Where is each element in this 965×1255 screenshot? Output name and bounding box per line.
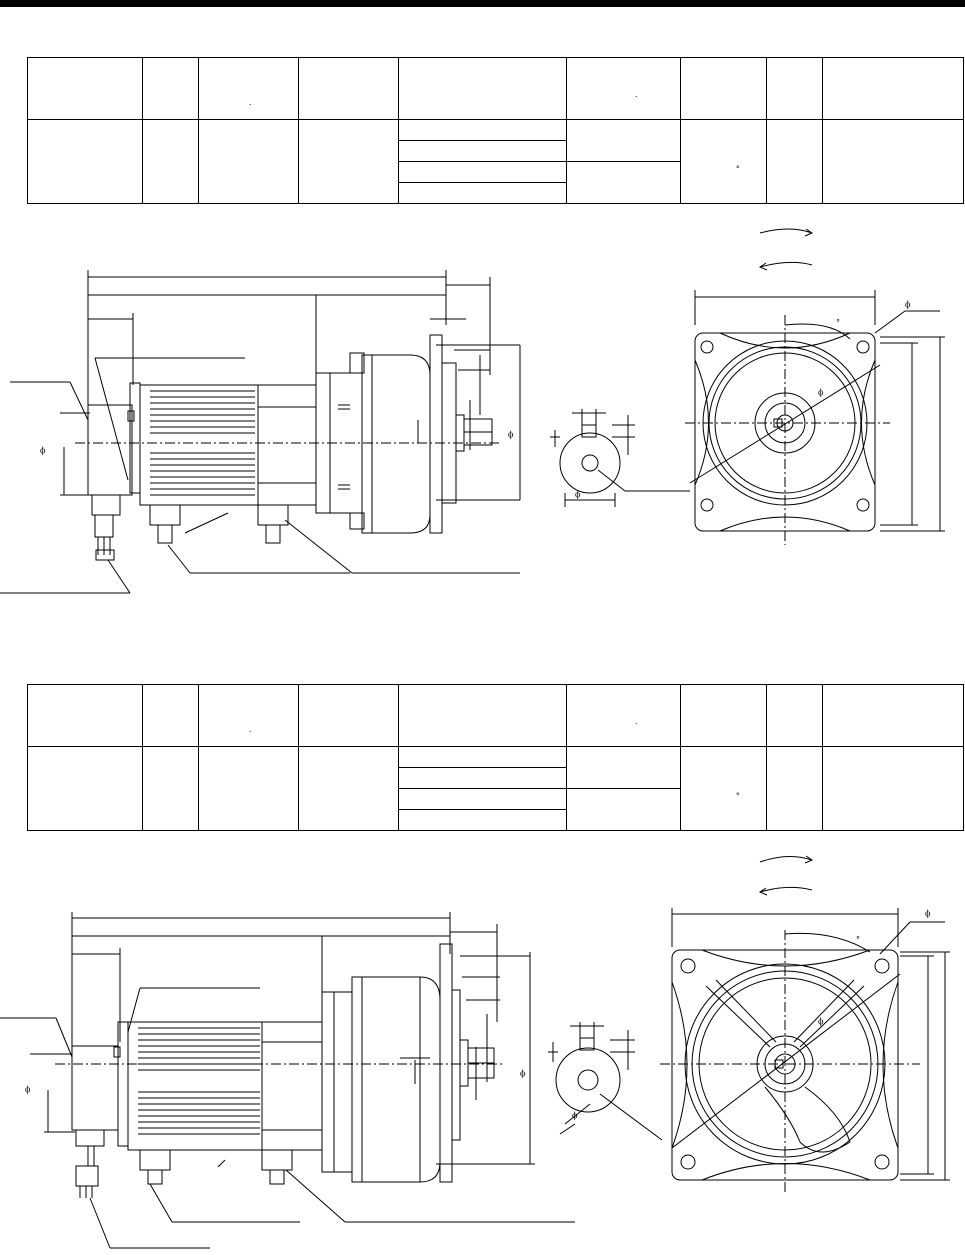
header-cell (27, 684, 143, 747)
header-cell (142, 57, 199, 120)
phi-mark: ϕ (818, 1017, 824, 1026)
power-terminal-box (140, 1150, 170, 1170)
spec-table-2: . . ° (27, 684, 964, 831)
body-cell: ° (680, 746, 767, 831)
motor-flange-housing (262, 1022, 322, 1150)
body-cell: ° (680, 119, 767, 204)
power-terminal-box (150, 505, 180, 525)
header-cell: . (198, 684, 299, 747)
gearbox-adapter (322, 992, 352, 1172)
body-subrows-cell (566, 119, 681, 204)
header-cell (822, 684, 964, 747)
body-subrows-cell (566, 746, 681, 831)
output-flange (430, 335, 442, 533)
encoder-cap (88, 405, 132, 495)
degree-mark: ° (856, 935, 860, 944)
header-cell (766, 684, 823, 747)
encoder-cap (72, 1046, 118, 1130)
header-cell (398, 57, 567, 120)
brake-terminal-box (262, 1150, 292, 1170)
body-cell (142, 119, 199, 204)
body-cell (27, 746, 143, 831)
rotation-arrow-cw (760, 229, 812, 233)
rotation-arrow-cw (760, 856, 812, 862)
body-cell (27, 119, 143, 204)
gearbox-case (352, 977, 440, 1182)
body-cell (822, 119, 964, 204)
motor-drawing-1: ϕ ϕ ϕ ϕ ϕ ° (0, 215, 965, 605)
header-cell (142, 684, 199, 747)
phi-mark: ϕ (40, 446, 46, 455)
header-cell: . (566, 684, 681, 747)
header-rule (0, 0, 965, 7)
motor-body (128, 1022, 262, 1150)
cooling-fins (150, 391, 255, 495)
shaft-key-section (550, 409, 690, 507)
body-cell (298, 119, 399, 204)
leader-lines (0, 988, 575, 1248)
encoder-connector (76, 1166, 98, 1186)
phi-mark: ϕ (575, 490, 581, 499)
body-cell (298, 746, 399, 831)
phi-mark: ϕ (520, 1069, 526, 1078)
encoder-connector (95, 515, 113, 537)
body-cell (198, 746, 299, 831)
body-cell (766, 119, 823, 204)
header-cell (680, 684, 767, 747)
header-cell (822, 57, 964, 120)
header-cell (398, 684, 567, 747)
shaft-key-section (548, 1022, 662, 1140)
phi-mark: ϕ (818, 388, 824, 397)
table-body-row: ° (27, 119, 964, 204)
header-cell (680, 57, 767, 120)
dimension-lines (30, 912, 535, 1164)
table-header-row: . . (27, 57, 964, 120)
motor-flange-housing (258, 385, 316, 505)
brake-terminal-box (258, 505, 288, 525)
table-header-row: . . (27, 684, 964, 747)
body-cell (198, 119, 299, 204)
phi-mark: ϕ (508, 430, 514, 439)
rotation-arrow-ccw (760, 262, 812, 267)
front-flange-view (685, 290, 945, 545)
spec-table-1: . . ° (27, 57, 964, 204)
header-cell (298, 684, 399, 747)
phi-mark: ϕ (925, 909, 931, 918)
header-cell (766, 57, 823, 120)
output-flange (440, 944, 452, 1182)
phi-mark: ϕ (25, 1085, 31, 1094)
front-flange-view (660, 908, 950, 1192)
body-subrows-cell (398, 119, 567, 204)
rotation-arrow-ccw (760, 887, 812, 892)
header-cell: . (198, 57, 299, 120)
table-body-row: ° (27, 746, 964, 831)
header-cell (298, 57, 399, 120)
body-cell (766, 746, 823, 831)
phi-mark: ϕ (572, 1111, 578, 1120)
header-cell: . (566, 57, 681, 120)
leader-lines (0, 358, 520, 593)
dimension-lines (60, 270, 520, 500)
body-cell (822, 746, 964, 831)
body-subrows-cell (398, 746, 567, 831)
motor-drawing-2: ϕ ϕ ϕ ϕ ϕ ° (0, 842, 965, 1255)
cooling-fins (138, 1028, 260, 1134)
header-cell (27, 57, 143, 120)
degree-mark: ° (836, 318, 840, 327)
phi-mark: ϕ (905, 300, 911, 309)
body-cell (142, 746, 199, 831)
